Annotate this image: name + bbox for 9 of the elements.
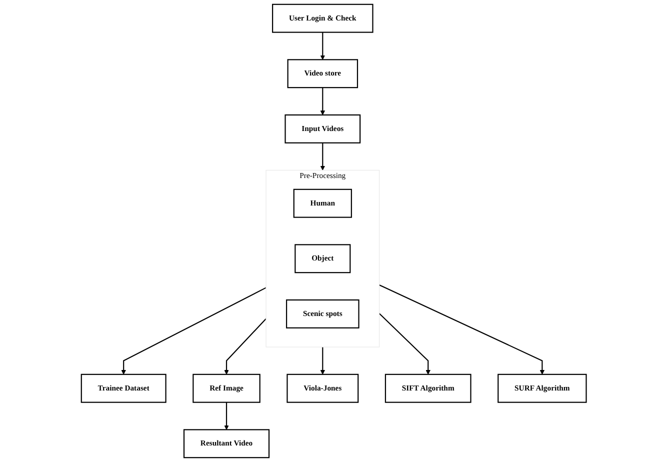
arrow bbox=[320, 142, 326, 170]
arrow bbox=[320, 88, 326, 116]
arrow bbox=[224, 402, 230, 430]
arrow bbox=[224, 318, 267, 375]
arrow bbox=[121, 287, 266, 375]
arrow bbox=[320, 32, 326, 60]
arrow bbox=[379, 284, 545, 375]
arrow bbox=[320, 347, 326, 375]
arrow bbox=[379, 313, 431, 375]
